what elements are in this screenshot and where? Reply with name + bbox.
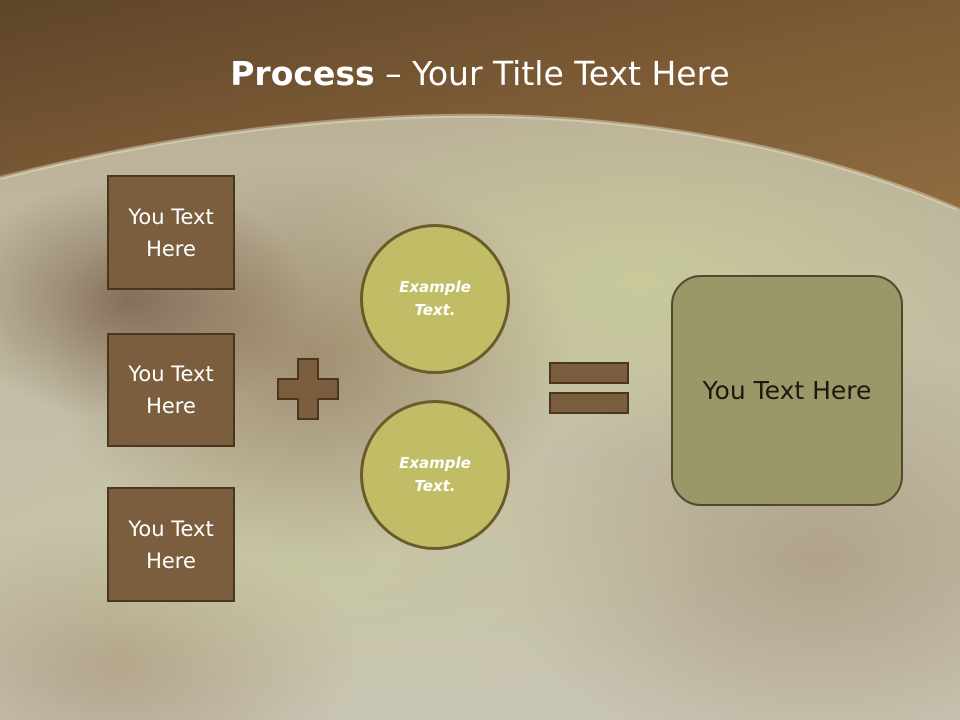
result-box[interactable]: You Text Here <box>671 275 903 506</box>
input-box-1[interactable]: You Text Here <box>107 175 235 290</box>
header-band <box>0 0 960 210</box>
input-box-label: You Text Here <box>128 516 214 573</box>
example-circle-2[interactable]: Example Text. <box>360 400 510 550</box>
input-box-label: You Text Here <box>128 362 214 418</box>
input-box-label: You Text Here <box>128 204 214 261</box>
title-bold: Process <box>230 54 375 93</box>
example-circle-label: Example Text. <box>399 278 471 319</box>
plus-icon <box>277 358 339 420</box>
input-box-3[interactable]: You Text Here <box>107 487 235 602</box>
equals-icon <box>549 362 629 414</box>
input-box-2[interactable]: You Text Here <box>107 333 235 447</box>
result-label: You Text Here <box>702 376 872 405</box>
example-circle-label: Example Text. <box>399 454 471 495</box>
page-title: Process – Your Title Text Here <box>0 52 960 96</box>
title-rest: – Your Title Text Here <box>374 54 730 93</box>
example-circle-1[interactable]: Example Text. <box>360 224 510 374</box>
